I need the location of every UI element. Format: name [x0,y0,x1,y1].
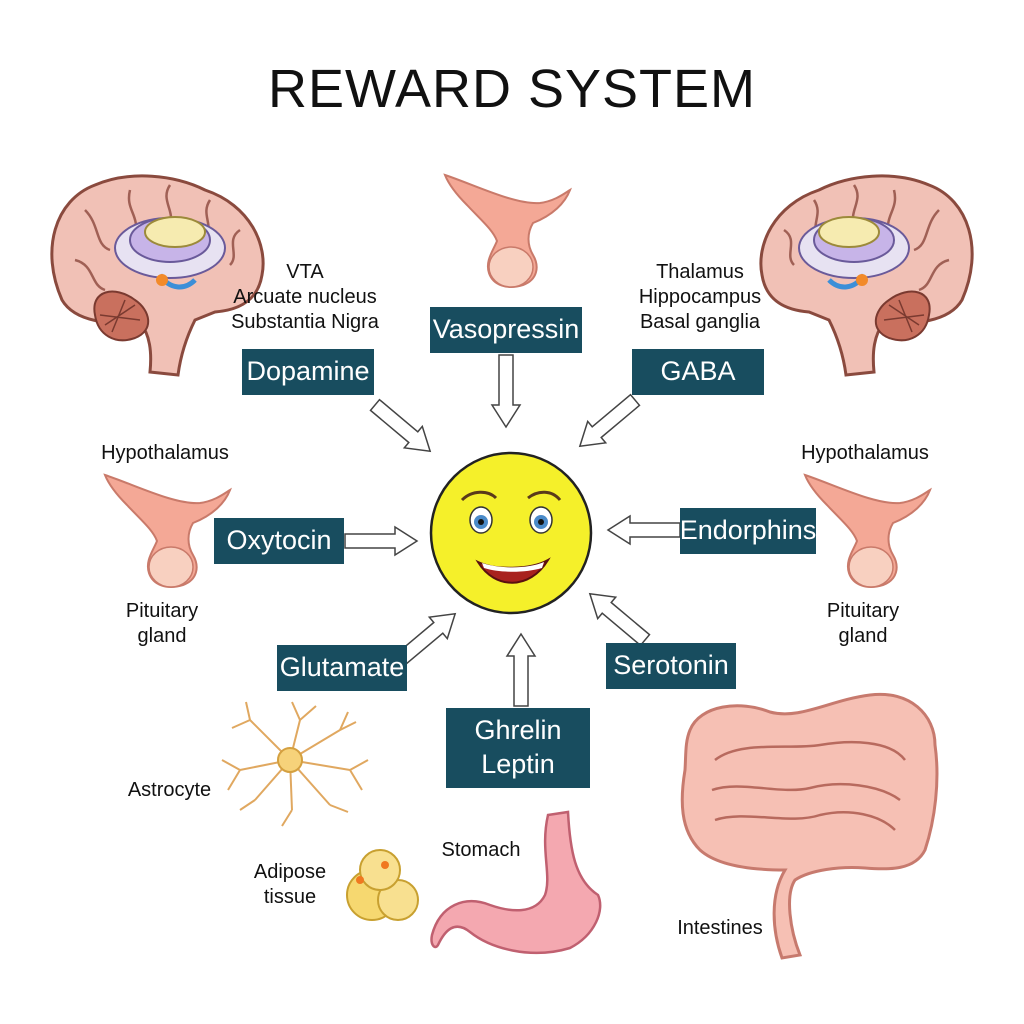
diagram-title: REWARD SYSTEM [267,59,757,119]
stomach-label: Stomach [441,839,521,861]
leptin-label: Leptin [481,749,555,779]
vasopressin-box: Vasopressin [430,307,582,353]
arrow-serotonin [580,582,655,652]
pituitary-right-label: Pituitary gland [826,600,900,647]
gaba-sources-label: Thalamus Hippocampus Basal ganglia [638,261,762,333]
glutamate-box: Glutamate [277,645,407,691]
endorphins-box: Endorphins [680,508,816,554]
gaba-box: GABA [632,349,764,395]
arrow-oxytocin [344,526,418,556]
arrow-vasopressin [491,354,521,428]
arrow-ghrelin [506,633,536,707]
astrocyte-icon [221,701,369,827]
pituitary-left-label: Pituitary gland [125,600,199,647]
arrow-endorphins [607,515,681,545]
ghrelin-label: Ghrelin [474,715,562,746]
intestines-label: Intestines [677,917,763,939]
stomach-icon [430,810,602,955]
smiley-face-icon [429,451,593,615]
adipose-tissue-icon [346,849,419,921]
dopamine-box: Dopamine [242,349,374,395]
dopamine-sources-label: VTA Arcuate nucleus Substantia Nigra [231,261,379,333]
oxytocin-box: Oxytocin [214,518,344,564]
brain-right-icon [761,176,972,375]
astrocyte-label: Astrocyte [127,779,212,801]
arrow-gaba [570,388,645,458]
ghrelin-leptin-box: Ghrelin Leptin [446,708,590,788]
hypothalamus-pituitary-top-icon [444,174,571,288]
hypothalamus-pituitary-right-icon [804,474,931,588]
adipose-label: Adipose tissue [253,861,327,908]
hypothalamus-right-label: Hypothalamus [801,442,929,464]
hypothalamus-pituitary-left-icon [104,474,231,588]
hypothalamus-left-label: Hypothalamus [101,442,229,464]
serotonin-box: Serotonin [606,643,736,689]
arrow-dopamine [365,393,440,463]
intestines-icon [680,692,939,960]
